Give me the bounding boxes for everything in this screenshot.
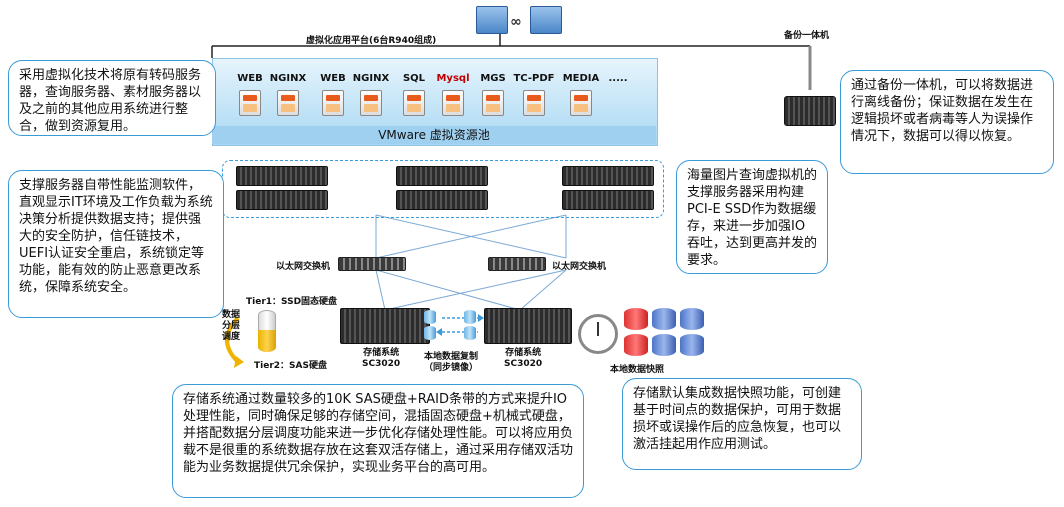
app-label: ..... — [608, 73, 628, 84]
pool-label-bar: VMware 虚拟资源池 — [212, 126, 656, 144]
server-1 — [236, 166, 328, 186]
replication-disk-icon-4 — [464, 326, 476, 340]
vm-icon — [570, 90, 592, 116]
switch-left-label: 以太网交换机 — [276, 262, 331, 272]
app-label: MGS — [480, 73, 506, 84]
app-label: WEB — [237, 73, 263, 84]
replication-disk-icon-3 — [464, 310, 476, 324]
vm-icon — [523, 90, 545, 116]
disk-cylinder-bottom-icon — [258, 330, 276, 352]
pool-label: VMware 虚拟资源池 — [378, 128, 490, 142]
ethernet-switch-left — [338, 257, 406, 271]
vm-icon — [277, 90, 299, 116]
app-label: WEB — [320, 73, 346, 84]
server-4 — [396, 190, 488, 210]
vm-icon — [442, 90, 464, 116]
server-2 — [236, 190, 328, 210]
server-6 — [562, 190, 654, 210]
storage-system-left — [340, 308, 430, 344]
tiering-label: 数据 分层 调度 — [222, 310, 241, 342]
switch-right-label: 以太网交换机 — [552, 262, 607, 272]
snapshot-db-icon-4 — [624, 334, 648, 356]
vm-icon — [482, 90, 504, 116]
storage-right-label: 存储系统 SC3020 — [504, 348, 543, 369]
router-icon-right — [530, 6, 562, 34]
callout-virtualization: 采用虚拟化技术将原有转码服务器，查询服务器、素材服务器以及之前的其他应用系统进行… — [8, 60, 216, 136]
platform-label: 虚拟化应用平台(6台R940组成) — [306, 36, 437, 46]
backup-label: 备份一体机 — [784, 31, 830, 41]
replication-disk-icon-1 — [424, 310, 436, 324]
app-label: SQL — [402, 73, 426, 84]
storage-system-right — [484, 308, 572, 344]
server-5 — [562, 166, 654, 186]
replication-label: 本地数据复制 （同步镜像） — [424, 352, 479, 373]
callout-monitoring: 支撑服务器自带性能监测软件，直观显示IT环境及工作负载为系统决策分析提供数据支持… — [8, 170, 224, 318]
app-label: MEDIA — [562, 73, 600, 84]
app-label: NGINX — [269, 73, 307, 84]
router-icon-left — [476, 6, 508, 34]
snapshot-db-icon-5 — [652, 334, 676, 356]
clock-hand-icon — [597, 322, 599, 336]
app-label: NGINX — [352, 73, 390, 84]
vm-icon — [239, 90, 261, 116]
vm-icon — [360, 90, 382, 116]
snapshot-db-icon-3 — [680, 308, 704, 330]
snapshot-db-icon-2 — [652, 308, 676, 330]
replication-disk-icon-2 — [424, 326, 436, 340]
snapshot-label: 本地数据快照 — [610, 365, 665, 375]
callout-backup: 通过备份一体机，可以将数据进行离线备份；保证数据在发生在逻辑损坏或者病毒等人为误… — [840, 70, 1054, 174]
snapshot-db-icon-1 — [624, 308, 648, 330]
snapshot-db-icon-6 — [680, 334, 704, 356]
server-3 — [396, 166, 488, 186]
callout-ssd: 海量图片查询虚拟机的支撑服务器采用构建PCI-E SSD作为数据缓存，来进一步加… — [676, 160, 828, 274]
vm-icon — [403, 90, 425, 116]
app-label: TC-PDF — [513, 73, 555, 84]
callout-snapshot: 存储默认集成数据快照功能，可创建基于时间点的数据保护，可用于数据损坏或误操作后的… — [622, 378, 862, 470]
link-icon: ∞ — [510, 14, 522, 30]
vm-icon — [322, 90, 344, 116]
callout-storage: 存储系统通过数量较多的10K SAS硬盘+RAID条带的方式来提升IO处理性能，… — [172, 384, 584, 498]
tier1-label: Tier1：SSD固态硬盘 — [246, 297, 338, 307]
backup-appliance — [784, 96, 836, 126]
storage-left-label: 存储系统 SC3020 — [362, 348, 401, 369]
app-label: Mysql — [436, 73, 470, 84]
tier2-label: Tier2：SAS硬盘 — [254, 361, 327, 371]
ethernet-switch-right — [488, 257, 546, 271]
